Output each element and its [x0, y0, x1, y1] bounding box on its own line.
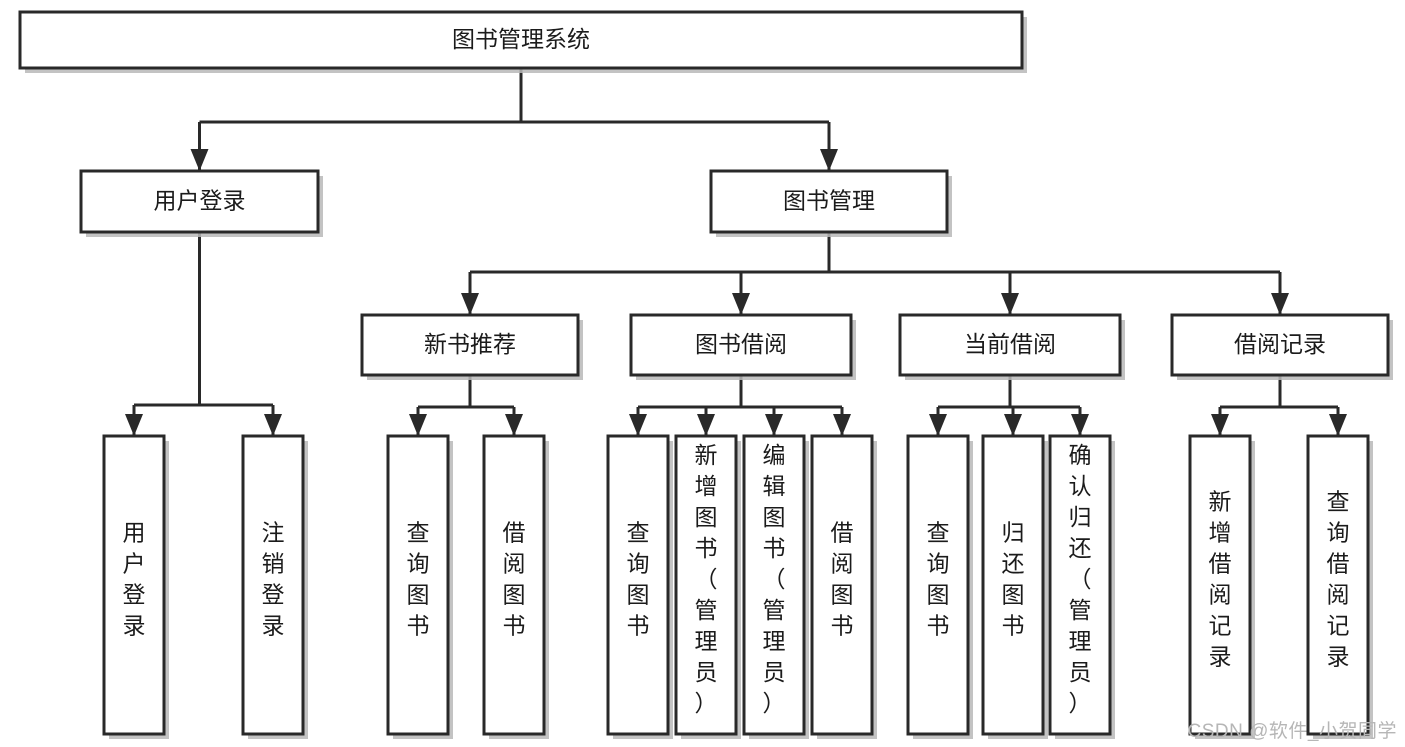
node-user-login[interactable]: 用户登录: [79, 169, 323, 237]
node-label: 用户登录: [123, 520, 146, 639]
node-box[interactable]: [606, 434, 670, 736]
arrow-head-icon: [461, 293, 479, 315]
node-label: 新书推荐: [424, 331, 516, 357]
node-confirm-return-admin[interactable]: 确认归还（管理员）: [1048, 434, 1115, 739]
node-user-login-do[interactable]: 用户登录: [102, 434, 169, 739]
arrow-head-icon: [125, 414, 143, 436]
node-label: 图书借阅: [695, 331, 787, 357]
arrow-head-icon: [1329, 414, 1347, 436]
node-label: 当前借阅: [964, 331, 1056, 357]
node-edit-book-admin[interactable]: 编辑图书（管理员）: [742, 434, 809, 739]
node-book-management[interactable]: 图书管理: [709, 169, 952, 237]
node-box[interactable]: [674, 434, 738, 736]
node-label: 图书管理: [783, 188, 875, 214]
node-box[interactable]: [1188, 434, 1252, 736]
arrow-head-icon: [1001, 293, 1019, 315]
node-box[interactable]: [629, 313, 853, 377]
arrow-head-icon: [264, 414, 282, 436]
arrow-head-icon: [409, 414, 427, 436]
node-label: 用户登录: [154, 188, 246, 214]
node-label: 注销登录: [262, 520, 285, 639]
node-box[interactable]: [1306, 434, 1370, 736]
arrow-head-icon: [190, 149, 209, 171]
arrow-head-icon: [732, 293, 750, 315]
node-box[interactable]: [241, 434, 305, 736]
node-borrow-records[interactable]: 借阅记录: [1170, 313, 1393, 380]
node-new-book-recommend[interactable]: 新书推荐: [360, 313, 583, 380]
node-box[interactable]: [742, 434, 806, 736]
node-box[interactable]: [709, 169, 949, 234]
node-box[interactable]: [386, 434, 450, 736]
node-label: 借阅记录: [1234, 331, 1326, 357]
node-borrow-book-2[interactable]: 借阅图书: [810, 434, 877, 739]
node-query-borrow-record[interactable]: 查询借阅记录: [1306, 434, 1373, 739]
node-label: 图书管理系统: [452, 26, 590, 52]
node-user-logout[interactable]: 注销登录: [241, 434, 308, 739]
node-label: 借阅图书: [831, 520, 854, 639]
node-add-book-admin[interactable]: 新增图书（管理员）: [674, 434, 741, 739]
node-box[interactable]: [1048, 434, 1112, 736]
watermark-text: CSDN @软件_小贺同学: [1187, 721, 1397, 742]
node-label: 查询借阅记录: [1327, 489, 1350, 670]
node-box[interactable]: [102, 434, 166, 736]
node-book-borrow[interactable]: 图书借阅: [629, 313, 856, 380]
arrow-head-icon: [1071, 414, 1089, 436]
node-layer: 图书管理系统用户登录图书管理用户登录注销登录新书推荐查询图书借阅图书图书借阅查询…: [18, 10, 1393, 739]
arrow-head-icon: [505, 414, 523, 436]
node-label: 查询图书: [927, 520, 950, 639]
node-query-book-1[interactable]: 查询图书: [386, 434, 453, 739]
node-label: 归还图书: [1002, 520, 1025, 639]
arrow-head-icon: [1004, 414, 1022, 436]
node-box[interactable]: [906, 434, 970, 736]
node-box[interactable]: [898, 313, 1122, 377]
node-borrow-book-1[interactable]: 借阅图书: [482, 434, 549, 739]
node-box[interactable]: [810, 434, 874, 736]
node-label: 查询图书: [627, 520, 650, 639]
node-box[interactable]: [1170, 313, 1390, 377]
node-label: 借阅图书: [503, 520, 526, 639]
arrow-head-icon: [1211, 414, 1229, 436]
node-box[interactable]: [18, 10, 1024, 70]
node-box[interactable]: [981, 434, 1045, 736]
node-current-borrow[interactable]: 当前借阅: [898, 313, 1125, 380]
node-add-borrow-record[interactable]: 新增借阅记录: [1188, 434, 1255, 739]
arrow-head-icon: [697, 414, 715, 436]
node-box[interactable]: [79, 169, 320, 234]
node-query-book-2[interactable]: 查询图书: [606, 434, 673, 739]
node-root[interactable]: 图书管理系统: [18, 10, 1027, 73]
node-label: 新增图书（管理员）: [695, 442, 718, 716]
arrow-head-icon: [765, 414, 783, 436]
connector-layer: [125, 68, 1347, 436]
node-label: 新增借阅记录: [1209, 489, 1232, 670]
arrow-head-icon: [820, 149, 838, 171]
node-label: 查询图书: [407, 520, 430, 639]
node-return-book[interactable]: 归还图书: [981, 434, 1048, 739]
node-box[interactable]: [360, 313, 580, 377]
node-query-book-3[interactable]: 查询图书: [906, 434, 973, 739]
node-box[interactable]: [482, 434, 546, 736]
node-label: 确认归还（管理员）: [1069, 442, 1092, 716]
arrow-head-icon: [1271, 293, 1289, 315]
arrow-head-icon: [629, 414, 647, 436]
node-label: 编辑图书（管理员）: [763, 442, 786, 716]
arrow-head-icon: [833, 414, 851, 436]
arrow-head-icon: [929, 414, 947, 436]
